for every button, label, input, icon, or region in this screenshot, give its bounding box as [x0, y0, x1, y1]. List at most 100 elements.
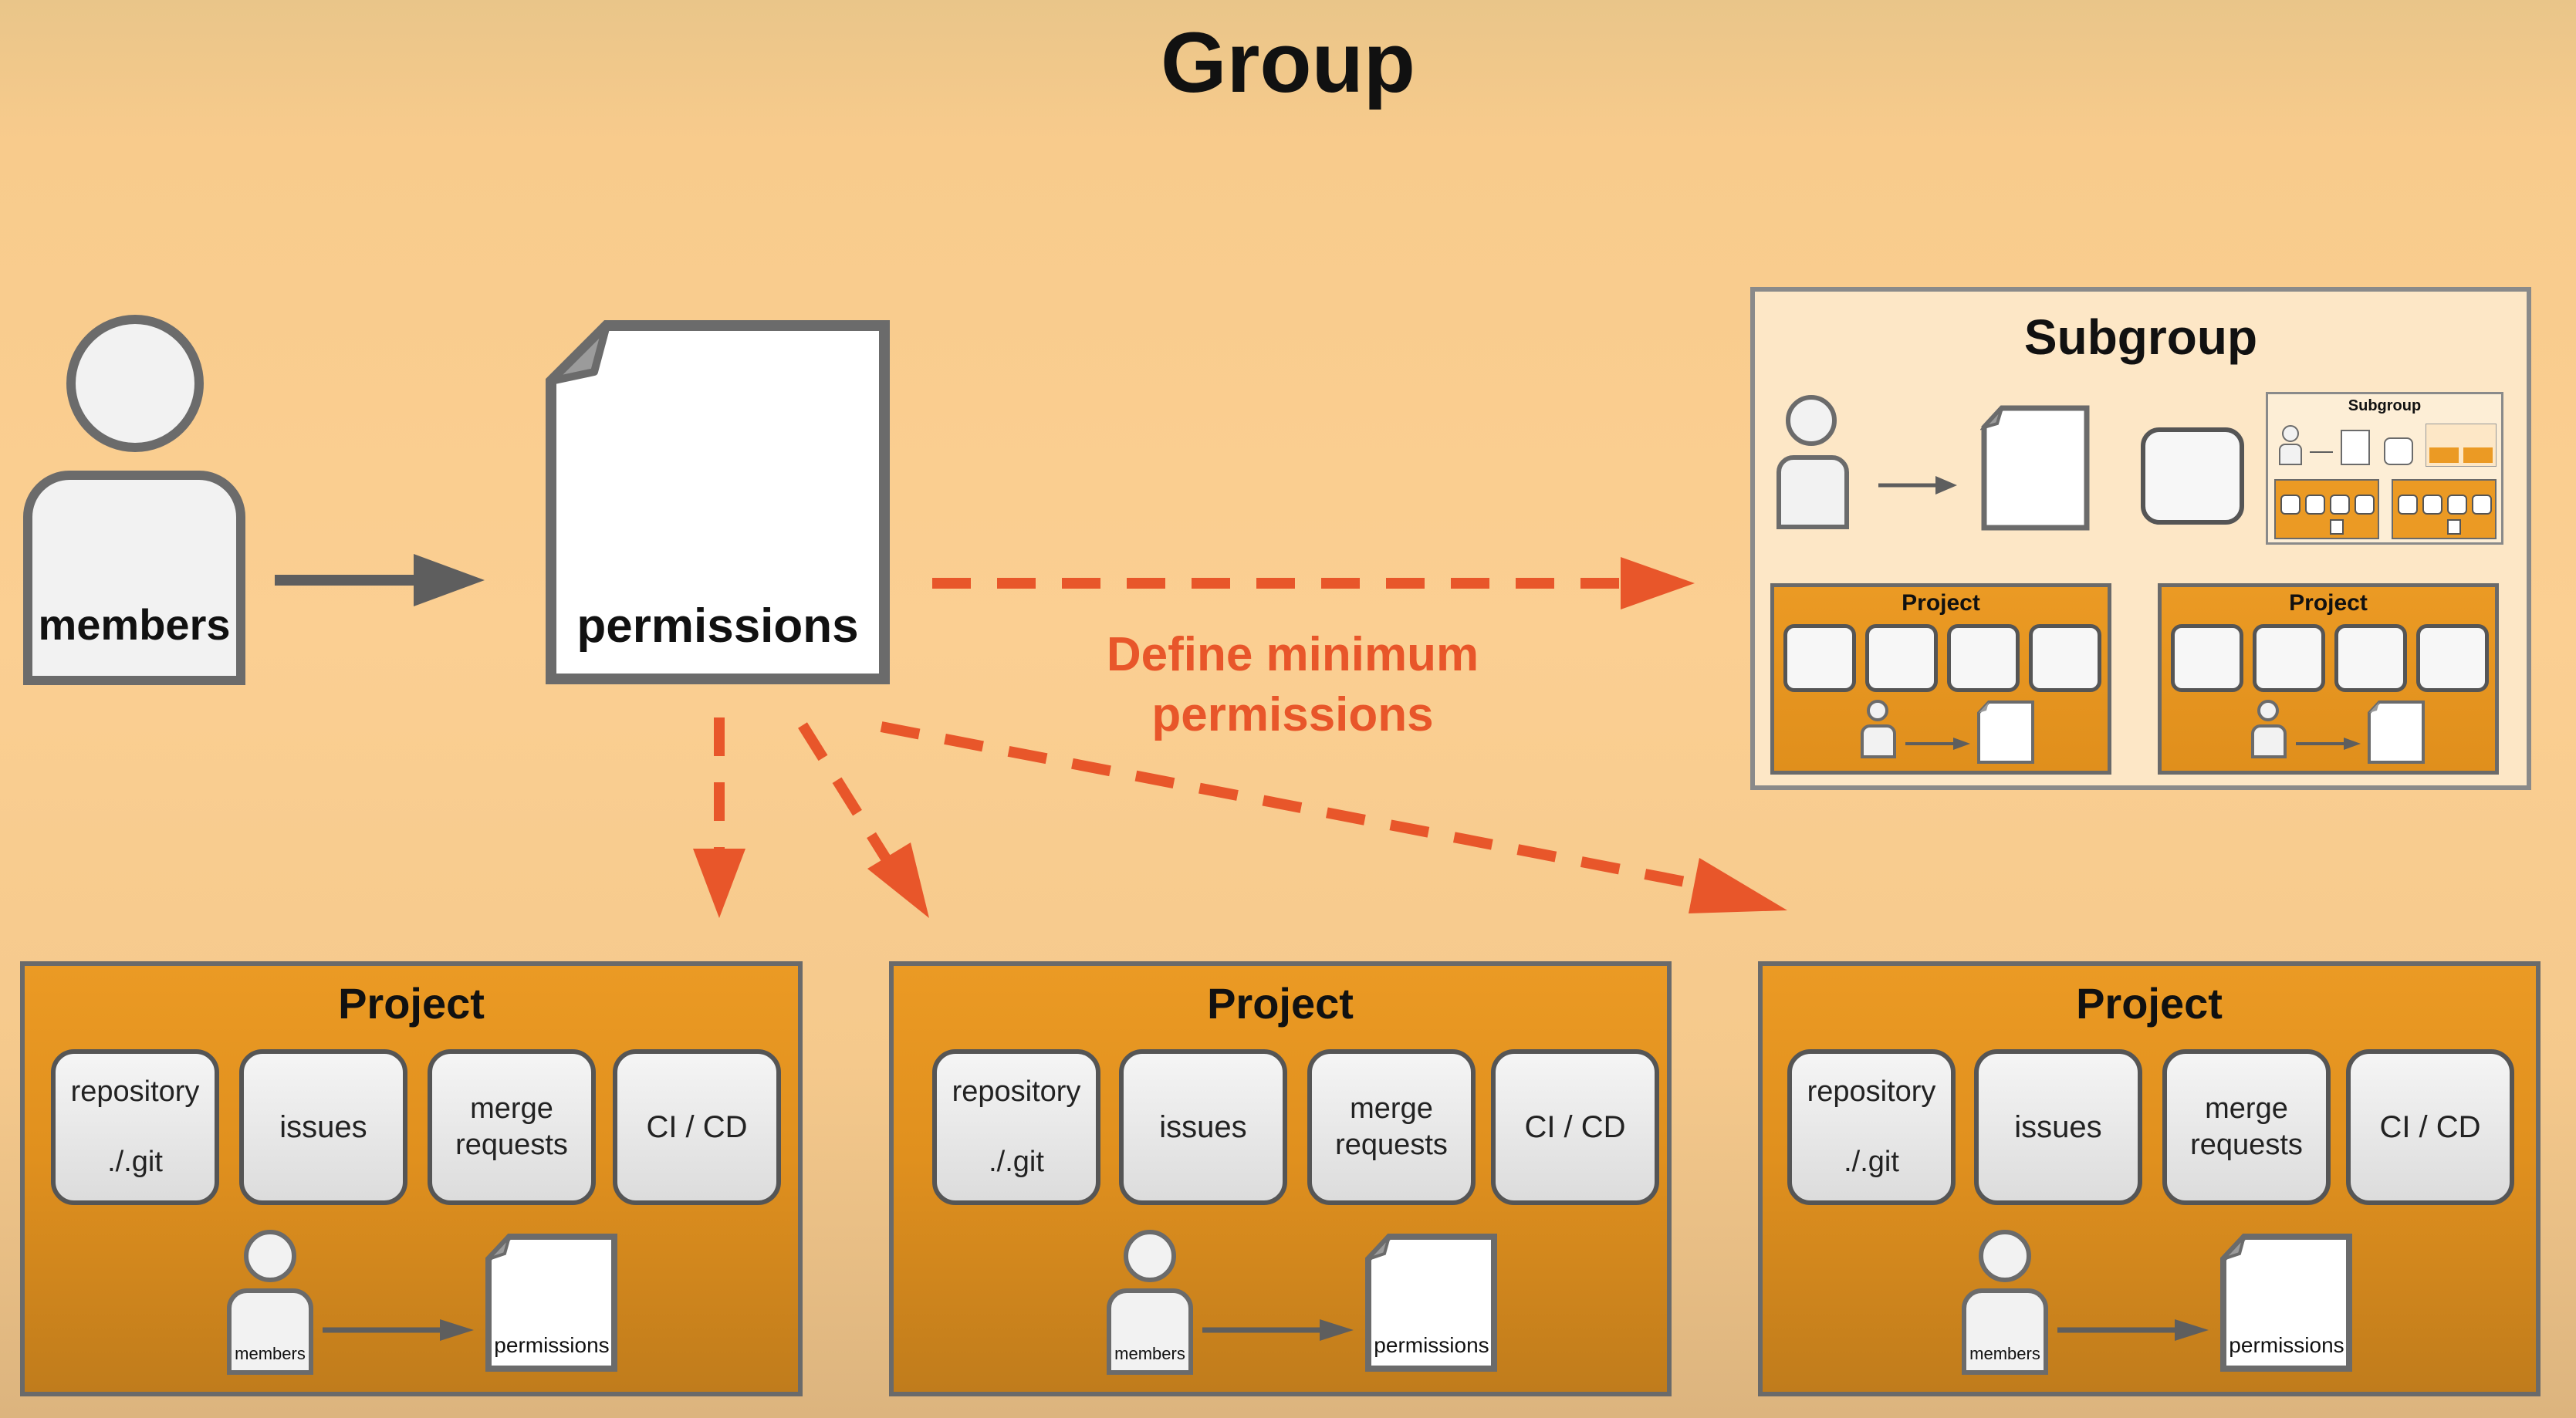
- subgroup-permissions-document-icon: [1980, 405, 2090, 531]
- project-1-merge-requests-tile: merge requests: [428, 1049, 596, 1205]
- git-path-label: ./.git: [1844, 1146, 1899, 1178]
- project-3-members-label: members: [1969, 1344, 2040, 1363]
- arrowhead-to-project-3: [1689, 858, 1787, 913]
- issues-label: issues: [2014, 1110, 2102, 1144]
- nested-project-1: [2274, 479, 2379, 539]
- subgroup-project-2-member-head-icon: [2257, 700, 2279, 721]
- subgroup-project-1-tile: [1865, 624, 1938, 692]
- project-1-member-head-icon: [244, 1230, 296, 1282]
- project-2-members-label: members: [1114, 1344, 1185, 1363]
- issues-label: issues: [1159, 1110, 1247, 1144]
- arrowhead-to-project-1: [693, 849, 745, 918]
- nested-tile-icon: [2384, 437, 2413, 465]
- requests-label: requests: [2190, 1129, 2303, 1161]
- merge-label: merge: [2205, 1092, 2288, 1125]
- project-1-title: Project: [338, 979, 485, 1028]
- members-to-permissions-arrow: [275, 554, 485, 606]
- project-2-repository-tile: repository ./.git: [932, 1049, 1100, 1205]
- subgroup-member-head-icon: [1786, 395, 1837, 446]
- subgroup-project-2-arrow: [2296, 738, 2361, 750]
- subgroup-project-1-tile: [1947, 624, 2020, 692]
- nested-doc-icon: [2341, 430, 2370, 465]
- project-3-repository-tile: repository ./.git: [1787, 1049, 1956, 1205]
- project-3-cicd-tile: CI / CD: [2346, 1049, 2514, 1205]
- project-1-issues-tile: issues: [239, 1049, 407, 1205]
- nested-subgroup-title: Subgroup: [2348, 397, 2422, 414]
- subgroup-project-2: Project: [2158, 583, 2499, 775]
- project-1-members-arrow: [323, 1319, 474, 1341]
- define-minimum-permissions-text: Define minimum permissions: [1050, 625, 1536, 745]
- cicd-label: CI / CD: [646, 1110, 748, 1144]
- project-3-members-arrow: [2057, 1319, 2209, 1341]
- merge-label: merge: [470, 1092, 553, 1125]
- define-minimum-line1: Define minimum: [1106, 628, 1479, 681]
- repository-label: repository: [70, 1075, 200, 1108]
- project-2-merge-requests-tile: merge requests: [1307, 1049, 1476, 1205]
- subgroup-project-2-tile: [2334, 624, 2407, 692]
- nested-project-2: [2392, 479, 2497, 539]
- subgroup-project-2-tile: [2416, 624, 2489, 692]
- cicd-label: CI / CD: [2379, 1110, 2481, 1144]
- repository-label: repository: [952, 1075, 1081, 1108]
- nested-mini-subgroup-icon: [2426, 424, 2497, 467]
- subgroup-project-1-title: Project: [1902, 590, 1980, 616]
- subgroup-project-2-title: Project: [2289, 590, 2368, 616]
- project-1-cicd-tile: CI / CD: [613, 1049, 781, 1205]
- project-1-members-icon: members: [227, 1288, 313, 1375]
- subgroup-box: Subgroup Subgroup: [1750, 287, 2531, 790]
- merge-label: merge: [1350, 1092, 1433, 1125]
- project-2-title: Project: [1207, 979, 1354, 1028]
- project-3-issues-tile: issues: [1974, 1049, 2142, 1205]
- subgroup-project-1-tile: [2029, 624, 2101, 692]
- group-permissions-document-icon: [546, 320, 890, 684]
- nested-member-icon: [2282, 425, 2299, 442]
- subgroup-placeholder-tile: [2141, 427, 2244, 525]
- subgroup-project-2-member-icon: [2251, 724, 2287, 758]
- repository-label: repository: [1807, 1075, 1936, 1108]
- project-2-cicd-tile: CI / CD: [1491, 1049, 1659, 1205]
- project-3-member-head-icon: [1979, 1230, 2031, 1282]
- project-2-permissions-document-icon: [1365, 1234, 1497, 1372]
- git-path-label: ./.git: [989, 1146, 1044, 1178]
- git-path-label: ./.git: [107, 1146, 163, 1178]
- page-title: Group: [1161, 15, 1415, 110]
- project-1-repository-tile: repository ./.git: [51, 1049, 219, 1205]
- subgroup-project-1: Project: [1770, 583, 2111, 775]
- subgroup-project-1-member-icon: [1861, 724, 1896, 758]
- project-box-2: Project repository ./.git issues merge r…: [889, 961, 1672, 1396]
- project-3-permissions-label: permissions: [2229, 1333, 2344, 1357]
- project-3-title: Project: [2076, 979, 2223, 1028]
- define-minimum-line2: permissions: [1151, 688, 1434, 741]
- project-3-permissions-document-icon: [2220, 1234, 2352, 1372]
- subgroup-project-1-permissions-icon: [1977, 701, 2034, 764]
- project-1-permissions-label: permissions: [494, 1333, 610, 1357]
- subgroup-members-arrow: [1878, 476, 1957, 495]
- project-2-member-head-icon: [1124, 1230, 1176, 1282]
- nested-member-body-icon: [2279, 444, 2302, 465]
- subgroup-project-2-tile: [2171, 624, 2243, 692]
- project-2-members-icon: members: [1107, 1288, 1193, 1375]
- nested-subgroup-box: Subgroup: [2266, 392, 2503, 545]
- group-members-icon: members: [23, 471, 245, 685]
- arrowhead-to-subgroup: [1621, 557, 1695, 609]
- requests-label: requests: [1335, 1129, 1448, 1161]
- subgroup-title: Subgroup: [2023, 309, 2258, 365]
- issues-label: issues: [279, 1110, 367, 1144]
- project-box-1: Project repository ./.git issues merge r…: [20, 961, 803, 1396]
- project-3-merge-requests-tile: merge requests: [2162, 1049, 2331, 1205]
- project-1-permissions-document-icon: [485, 1234, 617, 1372]
- requests-label: requests: [455, 1129, 568, 1161]
- project-2-issues-tile: issues: [1119, 1049, 1287, 1205]
- subgroup-project-2-permissions-icon: [2368, 701, 2425, 764]
- project-2-permissions-label: permissions: [1374, 1333, 1489, 1357]
- arrowhead-to-project-2: [867, 842, 929, 918]
- subgroup-project-1-member-head-icon: [1867, 700, 1888, 721]
- cicd-label: CI / CD: [1524, 1110, 1626, 1144]
- subgroup-project-2-tile: [2253, 624, 2325, 692]
- project-box-3: Project repository ./.git issues merge r…: [1758, 961, 2541, 1396]
- group-members-label: members: [38, 600, 231, 649]
- project-2-members-arrow: [1202, 1319, 1354, 1341]
- nested-arrow-icon: [2310, 451, 2333, 453]
- subgroup-project-1-arrow: [1905, 738, 1970, 750]
